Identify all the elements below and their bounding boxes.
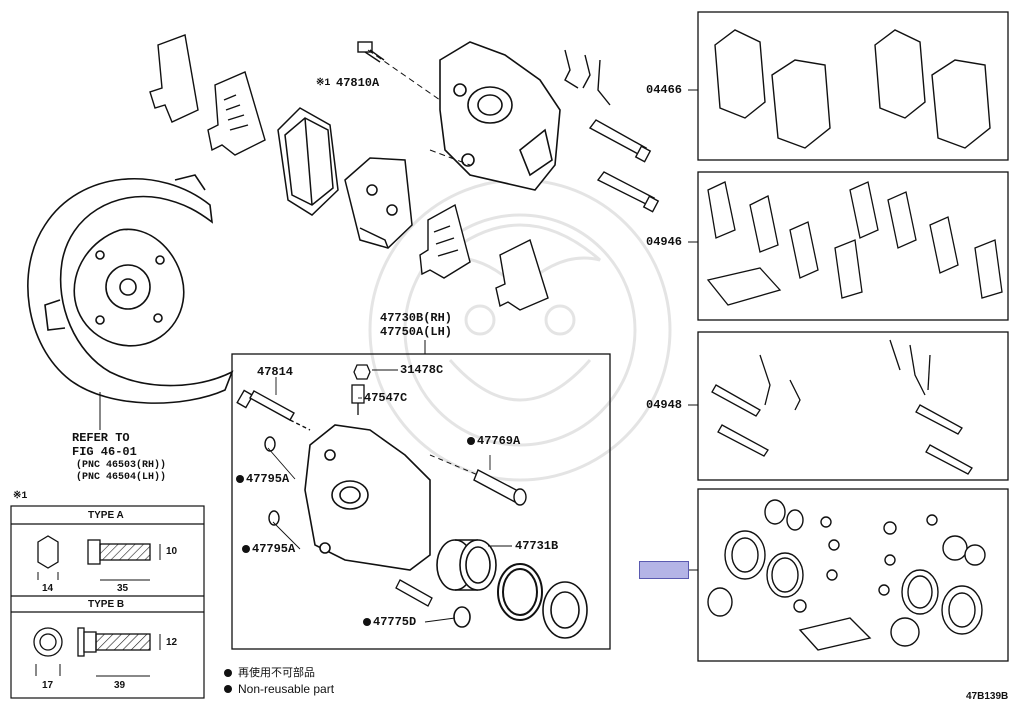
legend-bullet-jp [224, 669, 232, 677]
type-b-length-dim: 39 [114, 680, 126, 691]
kit-label-04466[interactable]: 04466 [646, 83, 683, 97]
part-label-47547c[interactable]: 47547C [364, 391, 408, 405]
caliper-assembly-box [231, 353, 611, 650]
type-b-title: TYPE B [88, 599, 125, 610]
piston-seal-ring [497, 563, 543, 621]
type-b-head-dim: 17 [42, 680, 54, 691]
springs-top [564, 49, 611, 106]
part-label-47795a-2[interactable]: 47795A [252, 542, 296, 556]
guide-pin-47769a [473, 469, 527, 506]
kit-box-seals [697, 488, 1009, 662]
brake-pad-right [344, 157, 413, 249]
legend-en: Non-reusable part [238, 682, 335, 696]
boot-47775d [453, 581, 588, 639]
piston-47731b [436, 539, 497, 591]
type-a-length-dim: 35 [117, 583, 129, 594]
bolt-type-b-drawing [33, 627, 161, 677]
part-label-31478c[interactable]: 31478C [400, 363, 444, 377]
part-label-47775d[interactable]: 47775D [373, 615, 417, 629]
non-reusable-markers [236, 437, 475, 626]
refer-line-2[interactable]: FIG 46-01 [72, 445, 137, 459]
bolt-type-a-drawing [37, 535, 161, 581]
type-a-dia-dim: 10 [166, 546, 178, 557]
kit-box-04948 [697, 331, 1009, 481]
legend-bullet-en [224, 685, 232, 693]
part-label-47769a[interactable]: 47769A [477, 434, 521, 448]
highlighted-kit-label[interactable] [639, 561, 689, 579]
refer-line-1: REFER TO [72, 431, 130, 445]
kit-label-04946[interactable]: 04946 [646, 235, 683, 249]
washers-47795a [264, 436, 280, 526]
guide-pins-top [588, 119, 660, 213]
diagram-code: 47B139B [966, 691, 1009, 702]
dust-shield [27, 174, 234, 404]
pad-shims-lower [419, 203, 549, 311]
bolt-47810a [357, 41, 385, 63]
type-a-title: TYPE A [88, 510, 124, 521]
kit-box-04466 [697, 11, 1009, 161]
caliper-body [304, 424, 431, 571]
legend-jp: 再使用不可部品 [238, 667, 315, 679]
bolt-type-table [10, 505, 205, 699]
brake-pad-left [277, 107, 339, 216]
kit-label-04948[interactable]: 04948 [646, 398, 683, 412]
part-label-47731b[interactable]: 47731B [515, 539, 559, 553]
type-a-head-dim: 14 [42, 583, 54, 594]
kit-box-04946 [697, 171, 1009, 321]
leader-lines [267, 369, 512, 623]
bleeder-parts [351, 364, 371, 415]
bolt-table-mark: ※1 [13, 491, 28, 502]
refer-line-4: (PNC 46504(LH)) [76, 472, 167, 483]
slide-pin-lower [395, 579, 433, 607]
pad-shims-top [149, 34, 266, 156]
part-label-47750a[interactable]: 47750A(LH) [380, 325, 453, 339]
type-b-dia-dim: 12 [166, 637, 178, 648]
part-label-47795a-1[interactable]: 47795A [246, 472, 290, 486]
refer-line-3: (PNC 46503(RH)) [76, 460, 167, 471]
bolt-47814 [236, 389, 311, 431]
caliper-mount-top [439, 41, 561, 191]
part-label-47814[interactable]: 47814 [257, 365, 294, 379]
callout-mark-47810a: ※1 [316, 78, 331, 89]
part-label-47810a[interactable]: 47810A [336, 76, 380, 90]
part-label-47730b[interactable]: 47730B(RH) [380, 311, 453, 325]
